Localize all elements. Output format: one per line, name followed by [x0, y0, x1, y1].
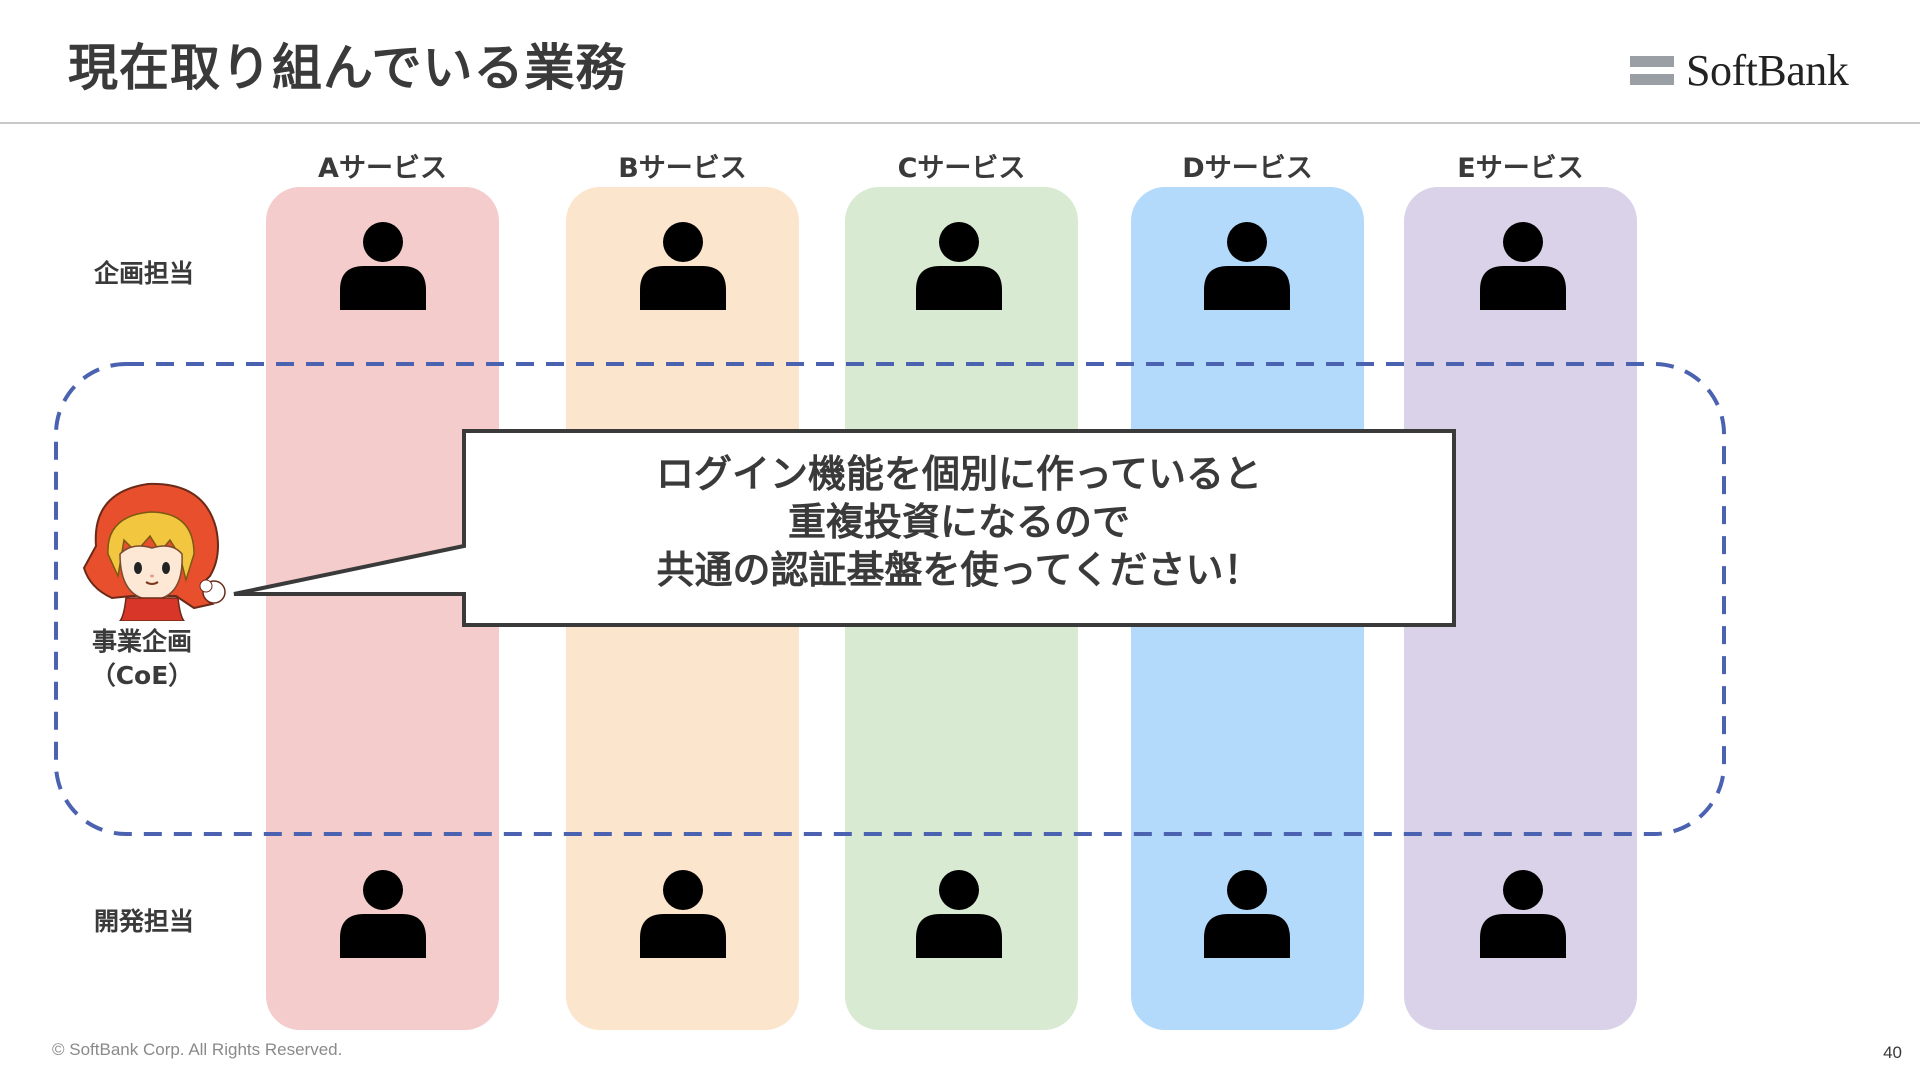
planner-a-person-icon [340, 220, 426, 310]
developer-a-person-icon [340, 868, 426, 958]
header-divider [0, 122, 1920, 124]
row-label-development: 開発担当 [94, 907, 195, 936]
planner-e-person-icon [1480, 220, 1566, 310]
callout-line-1: ログイン機能を個別に作っていると [655, 452, 1263, 496]
coe-label-line-2: （CoE） [90, 661, 194, 690]
planner-d-person-icon [1204, 220, 1290, 310]
planner-c-person-icon [916, 220, 1002, 310]
callout-line-2: 重複投資になるので [787, 500, 1130, 544]
row-label-planning: 企画担当 [94, 259, 195, 288]
developer-c-person-icon [916, 868, 1002, 958]
coe-character-avatar [82, 482, 226, 621]
coe-label-line-1: 事業企画 [91, 627, 192, 656]
copyright-notice: © SoftBank Corp. All Rights Reserved. [52, 1040, 343, 1059]
page-number: 40 [1883, 1043, 1902, 1062]
softbank-logo: SoftBank [1630, 46, 1849, 95]
logo-text: SoftBank [1686, 45, 1849, 95]
page-title: 現在取り組んでいる業務 [68, 39, 627, 97]
developer-d-person-icon [1204, 868, 1290, 958]
logo-mark-icon [1630, 55, 1674, 85]
service-label-a: Aサービス [318, 153, 447, 184]
service-label-d: Dサービス [1182, 153, 1313, 184]
service-label-b: Bサービス [618, 153, 747, 184]
developer-b-person-icon [640, 868, 726, 958]
planner-b-person-icon [640, 220, 726, 310]
developer-e-person-icon [1480, 868, 1566, 958]
service-label-e: Eサービス [1457, 153, 1584, 184]
coe-label: 事業企画 （CoE） [76, 625, 208, 693]
service-label-c: Cサービス [897, 153, 1026, 184]
callout-line-3: 共通の認証基盤を使ってください！ [656, 548, 1262, 592]
callout-message: ログイン機能を個別に作っていると 重複投資になるので 共通の認証基盤を使ってくだ… [466, 450, 1452, 594]
